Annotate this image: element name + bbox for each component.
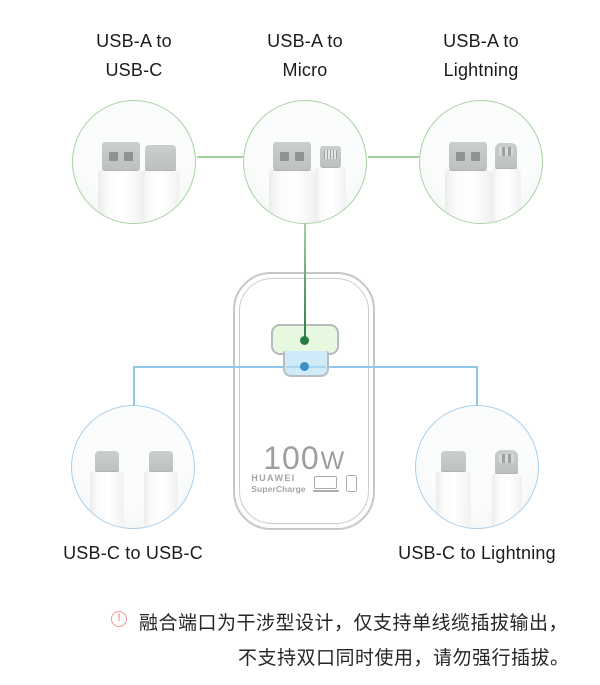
warning-text-line2: 不支持双口同时使用，请勿强行插拔。 (238, 648, 570, 669)
label-usb-a-to-lightning: USB-A to Lightning (396, 27, 566, 85)
huawei-logo-text: HUAWEI (251, 473, 296, 483)
label-usb-a-to-usb-c: USB-A to USB-C (49, 27, 219, 85)
label-line: Micro (282, 60, 328, 80)
cable-photo-usb-a-to-usb-c (72, 100, 196, 224)
cable-photo-usb-c-to-lightning (415, 405, 539, 529)
label-line: USB-A to (96, 31, 172, 51)
usb-a-port-dot (300, 336, 309, 345)
wattage-unit: W (320, 447, 345, 475)
laptop-icon (312, 475, 339, 492)
label-usb-a-to-micro: USB-A to Micro (220, 27, 390, 85)
usb-c-port-dot (300, 362, 309, 371)
label-line: USB-C (105, 60, 163, 80)
phone-icon (345, 475, 357, 492)
blue-connector-line-right (476, 366, 478, 406)
warning-text-line1: 融合端口为干涉型设计，仅支持单线缆插拔输出， (139, 613, 569, 634)
label-line: USB-A to (443, 31, 519, 51)
cable-photo-usb-a-to-lightning (419, 100, 543, 224)
warning-icon: ! (111, 611, 127, 627)
wattage-label: 100 W (233, 440, 375, 477)
adapter-branding: HUAWEI SuperCharge (233, 473, 375, 494)
label-line: USB-A to (267, 31, 343, 51)
cable-photo-usb-c-to-usb-c (71, 405, 195, 529)
blue-connector-line-left (133, 366, 135, 406)
label-usb-c-to-lightning: USB-C to Lightning (398, 543, 556, 563)
label-line: Lightning (443, 60, 519, 80)
cable-photo-usb-a-to-micro (243, 100, 367, 224)
supercharge-logo-text: SuperCharge (251, 484, 306, 494)
green-connector-line-vertical (304, 223, 306, 340)
label-usb-c-to-usb-c: USB-C to USB-C (63, 543, 203, 563)
wattage-number: 100 (263, 440, 320, 476)
green-connector-line-1 (197, 156, 243, 158)
green-connector-line-2 (368, 156, 419, 158)
